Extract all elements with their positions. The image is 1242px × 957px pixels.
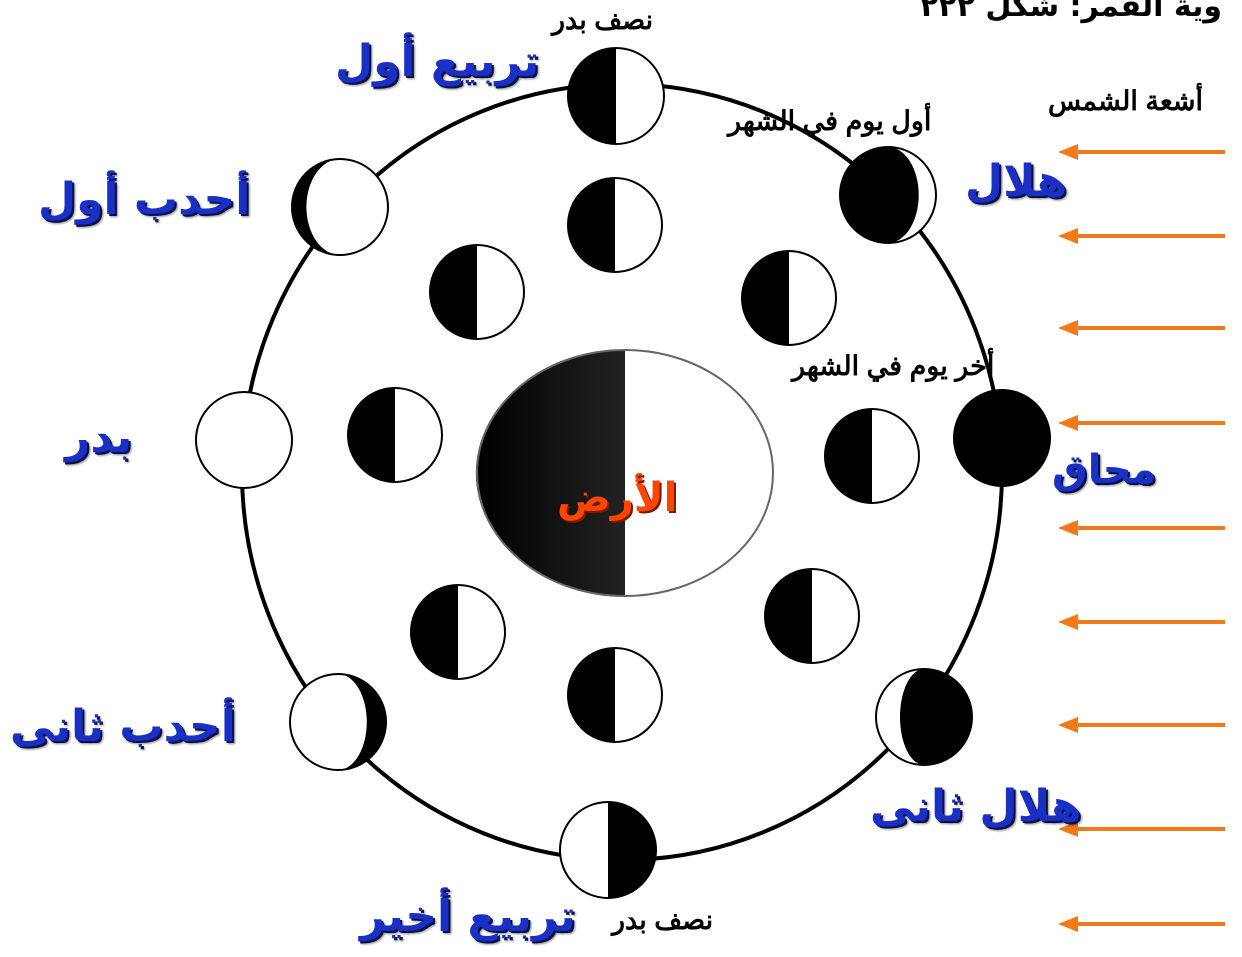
inner-moon-s	[568, 648, 662, 742]
inner-moon-n	[568, 178, 662, 272]
sun-ray-arrow	[1058, 520, 1225, 536]
inner-moon-w	[348, 388, 442, 482]
earth	[476, 350, 774, 596]
half-moon-top-note: نصف بدر	[552, 7, 653, 34]
moon-lit-part	[812, 569, 859, 663]
waxing-crescent-label: هلال	[965, 160, 1067, 204]
inner-moon-se	[765, 569, 859, 663]
moon-lit-part	[615, 178, 662, 272]
inner-moon-nw	[430, 245, 524, 339]
half-moon-bottom-note: نصف بدر	[612, 907, 713, 934]
sun-ray-arrow	[1058, 821, 1225, 837]
moon-first-quarter	[568, 48, 664, 144]
moon-new	[954, 390, 1050, 486]
moon-last-quarter	[560, 802, 656, 898]
sun-ray-arrow	[1058, 916, 1225, 932]
moon-waxing-gibbous	[292, 159, 388, 255]
sun-ray-arrow	[1058, 228, 1225, 244]
moon-lit-part	[789, 251, 836, 345]
moon-waning-crescent	[876, 669, 972, 765]
moon-lit-part	[395, 388, 442, 482]
moon-lit-part	[560, 802, 608, 898]
inner-moon-ne	[742, 251, 836, 345]
earth-day-side	[625, 350, 774, 596]
sun-ray-arrow	[1058, 614, 1225, 630]
moon-lit-part	[615, 648, 662, 742]
sun-ray-arrow	[1058, 717, 1225, 733]
inner-moon-e	[825, 409, 919, 503]
sun-ray-arrow	[1058, 144, 1225, 160]
waning-gibbous-label: أحدب ثانى	[10, 705, 236, 749]
full-moon-label: بدر	[65, 416, 132, 460]
moon-lit-part	[477, 245, 524, 339]
moon-lit-part	[616, 48, 664, 144]
first-day-note: أول يوم في الشهر	[728, 108, 931, 135]
sun-rays-arrows	[1058, 144, 1225, 932]
header-fragment: وية القمر: شكل ٢٢٢	[920, 0, 1222, 22]
moon-lit-part	[290, 674, 367, 770]
inner-moon-sw	[411, 585, 505, 679]
last-quarter-label: تربيع أخير	[360, 895, 576, 939]
sun-rays-label: أشعة الشمس	[1048, 88, 1203, 115]
moon-waxing-crescent	[840, 147, 936, 243]
moon-full	[196, 392, 292, 488]
last-day-note: أخر يوم في الشهر	[792, 353, 994, 380]
moon-lit-part	[306, 159, 388, 255]
sun-ray-arrow	[1058, 320, 1225, 336]
moon-lit-part	[458, 585, 505, 679]
waning-crescent-label: هلال ثانى	[870, 785, 1082, 829]
new-moon-label: محاق	[1052, 450, 1156, 490]
earth-night-side	[476, 350, 625, 596]
moon-waning-gibbous	[290, 674, 386, 770]
first-quarter-label: تربيع أول	[335, 40, 539, 84]
sun-ray-arrow	[1058, 415, 1225, 431]
waxing-gibbous-label: أحدب أول	[38, 178, 250, 222]
moon-lit-part	[872, 409, 919, 503]
earth-label: الأرض	[557, 478, 677, 518]
